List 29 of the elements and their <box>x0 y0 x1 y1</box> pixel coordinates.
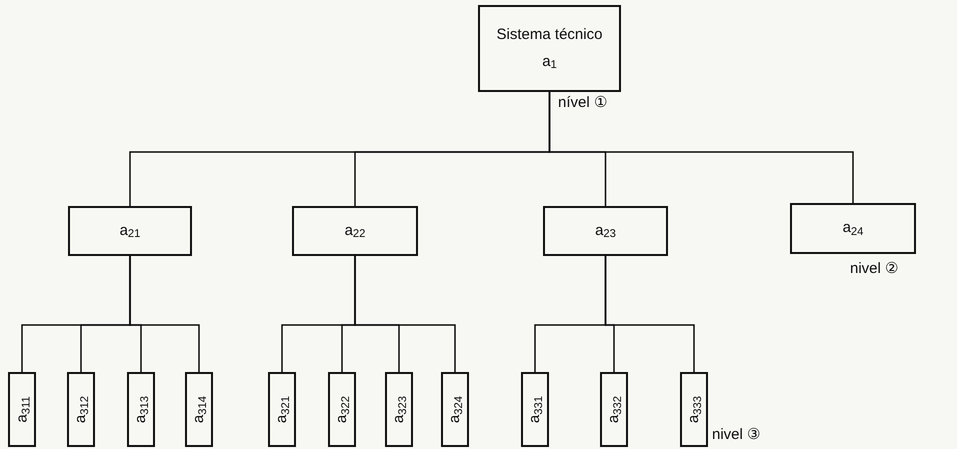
component-box <box>790 203 916 254</box>
node-label: a$_{1}$ <box>542 52 557 72</box>
leaf-box <box>328 372 356 447</box>
leaf-box <box>385 372 413 447</box>
leaf-box <box>67 372 95 447</box>
connector-line <box>354 256 456 372</box>
node-label: Sistema técnico <box>496 26 602 44</box>
leaf-box <box>680 372 708 447</box>
component-box <box>292 206 418 256</box>
leaf-box <box>521 372 549 447</box>
leaf-box <box>185 372 213 447</box>
level-label: nível ① <box>558 93 607 113</box>
level-label: nivel ② <box>850 259 898 279</box>
connector-line <box>129 256 200 372</box>
node-label: a$_{23}$ <box>595 222 616 240</box>
node-label: a$_{22}$ <box>344 222 366 240</box>
component-box <box>543 206 668 256</box>
leaf-box <box>268 372 296 447</box>
level-label: nivel ③ <box>712 425 760 445</box>
leaf-box <box>600 372 628 447</box>
connector-line <box>548 92 854 203</box>
node-label: a$_{24}$ <box>842 219 864 238</box>
component-box <box>478 5 621 92</box>
node-label: a$_{21}$ <box>120 222 140 240</box>
connector-line <box>604 256 695 372</box>
component-box <box>68 206 192 256</box>
leaf-box <box>8 372 36 447</box>
leaf-box <box>127 372 155 447</box>
leaf-box <box>441 372 469 447</box>
